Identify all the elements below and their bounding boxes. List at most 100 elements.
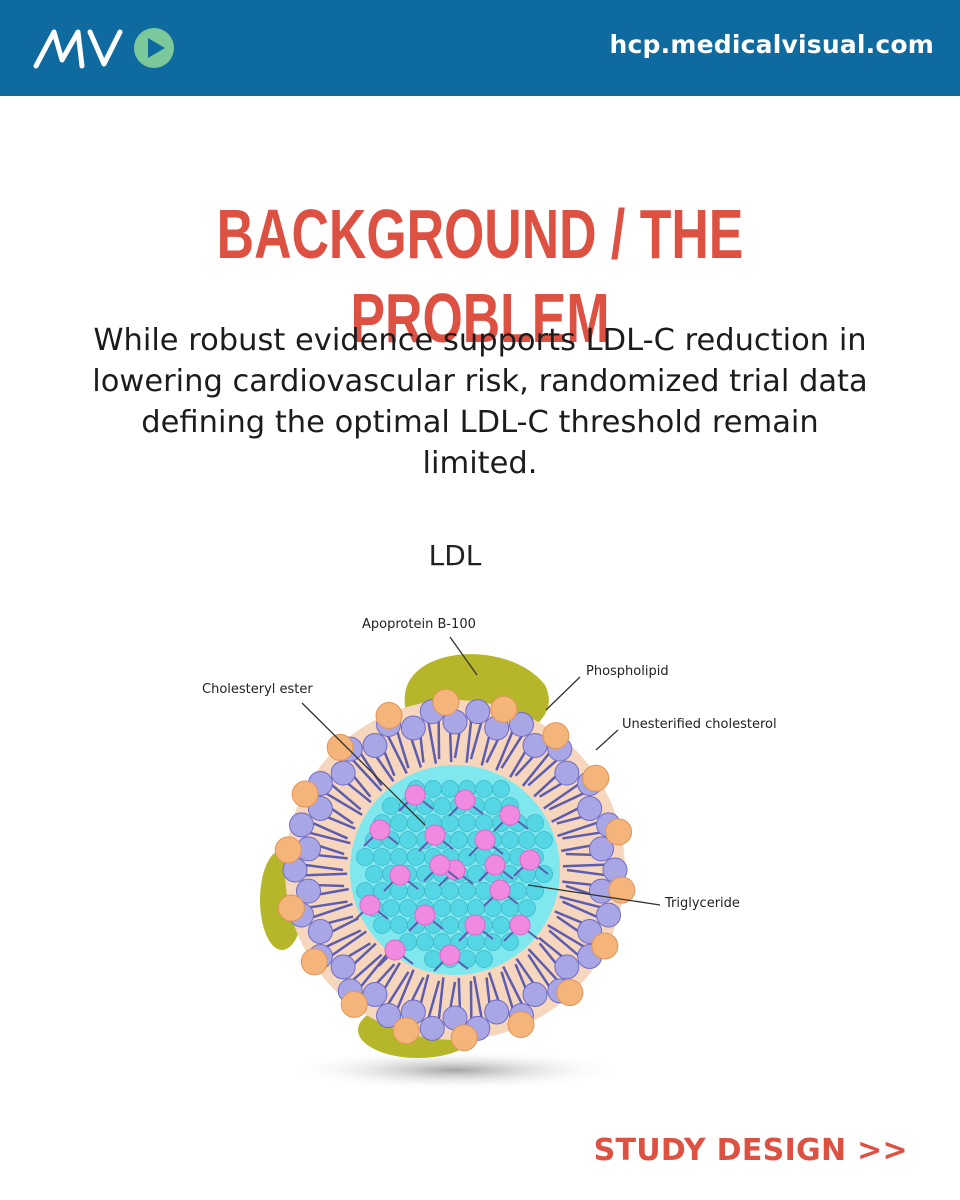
core-sphere <box>441 814 459 832</box>
triglyceride-head <box>369 819 391 841</box>
unesterified-cholesterol <box>591 932 619 960</box>
phospholipid-head <box>376 1003 402 1029</box>
triglyceride-head <box>359 894 381 916</box>
unesterified-cholesterol <box>326 733 354 761</box>
page-title: BACKGROUND / THE PROBLEM <box>216 195 744 357</box>
unesterified-cholesterol <box>490 695 518 723</box>
phospholipid-tail <box>419 734 425 763</box>
phospholipid-tail <box>315 883 345 888</box>
phospholipid-tail <box>556 815 585 825</box>
triglyceride-head <box>414 904 436 926</box>
phospholipid-tail <box>303 872 348 877</box>
triglyceride-head <box>484 854 506 876</box>
triglyceride-head <box>424 824 446 846</box>
core-sphere <box>467 899 485 917</box>
core-sphere <box>475 780 493 798</box>
triglyceride-head <box>454 789 476 811</box>
core-sphere <box>365 865 383 883</box>
phospholipid-tail <box>329 806 354 825</box>
core-sphere <box>475 814 493 832</box>
phospholipid-tail <box>350 757 383 792</box>
triglyceride-head <box>519 849 541 871</box>
label-unesterified-cholesterol: Unesterified cholesterol <box>622 717 777 732</box>
phospholipid-tail <box>527 948 560 983</box>
phospholipid-tail <box>310 902 353 920</box>
phospholipid-tail <box>382 962 401 991</box>
triglyceride-head <box>509 914 531 936</box>
core-sphere <box>399 831 417 849</box>
phospholipid-tail <box>345 781 372 804</box>
phospholipid-tail <box>561 844 594 853</box>
phospholipid-tail <box>453 729 462 759</box>
triglyceride-head <box>464 914 486 936</box>
core-sphere <box>441 882 459 900</box>
diagram-title: LDL <box>429 539 482 572</box>
phospholipid-tail <box>457 977 462 1010</box>
phospholipid-tail <box>395 729 410 769</box>
core-sphere <box>390 916 408 934</box>
phospholipid-tail <box>543 782 581 810</box>
core-sphere <box>450 899 468 917</box>
phospholipid-heads <box>274 688 636 1052</box>
core-sphere <box>407 882 425 900</box>
triglyceride-head <box>384 939 406 961</box>
core-sphere <box>501 831 519 849</box>
medicalvisual-logo[interactable] <box>32 20 182 76</box>
phospholipid-tail <box>358 751 383 787</box>
unesterified-cholesterol <box>300 948 328 976</box>
phospholipid-tail <box>448 981 457 1011</box>
phospholipid-tail <box>495 729 515 771</box>
core-sphere <box>433 797 451 815</box>
phospholipid-tail <box>325 815 356 830</box>
leader-unesterified-cholesterol <box>595 729 619 751</box>
phospholipid-tail <box>533 773 559 798</box>
phospholipid-tail <box>485 977 491 1006</box>
phospholipid-tail <box>426 980 441 1020</box>
phospholipid-tail <box>374 754 395 782</box>
phospholipid-tail <box>565 852 595 857</box>
phospholipid-head <box>330 760 356 786</box>
phospholipid-tail <box>448 730 453 763</box>
phospholipid-tail <box>538 936 565 959</box>
core-sphere <box>501 933 519 951</box>
core-sphere <box>407 848 425 866</box>
phospholipid-tail <box>485 736 501 764</box>
phospholipid-head <box>296 878 322 904</box>
core-sphere <box>475 950 493 968</box>
phospholipid-tail <box>548 929 581 958</box>
phospholipid-tail <box>323 791 363 816</box>
core-sphere <box>390 848 408 866</box>
phospholipid-tail <box>562 880 595 887</box>
unesterified-cholesterol <box>340 990 368 1018</box>
phospholipid-tail <box>502 966 525 1007</box>
unesterified-cholesterol <box>542 722 570 750</box>
unesterified-cholesterol <box>582 764 610 792</box>
unesterified-cholesterol <box>605 818 633 846</box>
phospholipid-tail <box>547 924 587 949</box>
phospholipid-tail <box>316 844 345 856</box>
intro-text: While robust evidence supports LDL-C red… <box>92 323 868 481</box>
label-phospholipid: Phospholipid <box>586 664 669 679</box>
study-design-link[interactable]: STUDY DESIGN >> <box>593 1133 908 1168</box>
core-sphere <box>458 882 476 900</box>
phospholipid-tail <box>554 910 585 925</box>
phospholipid-tail <box>557 820 600 838</box>
phospholipid-tail <box>480 734 491 766</box>
phospholipid-tail <box>351 773 372 798</box>
phospholipid-tail <box>329 917 359 934</box>
phospholipid-tail <box>538 942 559 967</box>
core-sphere <box>390 814 408 832</box>
label-cholesteryl-ester: Cholesteryl ester <box>202 682 313 697</box>
triglyceride-head <box>429 854 451 876</box>
ldl-diagram: LDL Apoprotein B-100 Phospholipid Choles… <box>202 539 777 1090</box>
unesterified-cholesterol <box>277 894 305 922</box>
phospholipid-tail <box>514 963 528 991</box>
phospholipid-tail <box>514 754 536 777</box>
phospholipid-tail <box>426 720 438 764</box>
site-url[interactable]: hcp.medicalvisual.com <box>609 30 934 59</box>
phospholipid-head <box>596 902 622 928</box>
phospholipid-tails <box>302 718 608 1022</box>
core-sphere <box>492 780 510 798</box>
phospholipid-tail <box>409 736 423 768</box>
phospholipid-tail <box>323 929 362 949</box>
